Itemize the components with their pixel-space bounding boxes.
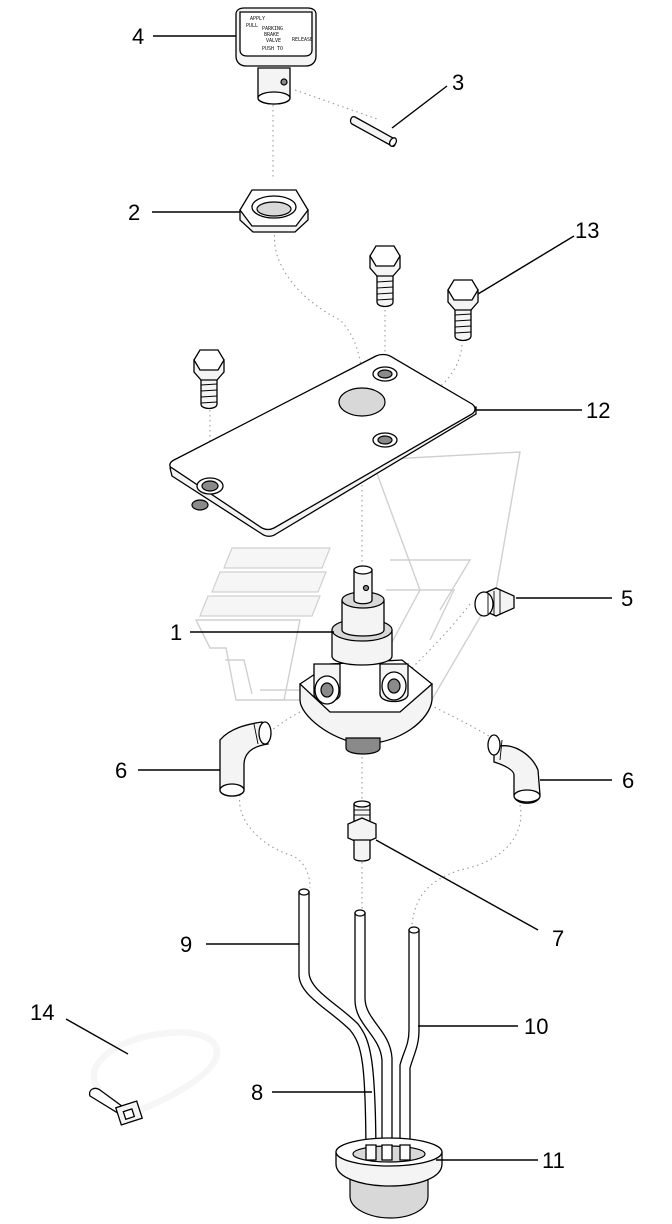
callout-3: 3 — [452, 70, 464, 95]
parking-brake-valve — [298, 565, 434, 755]
knob-text-push-to: PUSH TO — [262, 46, 283, 52]
knob-text-parking: PARKING — [262, 26, 283, 32]
elbow-fitting-right — [487, 734, 541, 804]
grommet — [335, 1137, 443, 1219]
callout-5: 5 — [621, 586, 633, 611]
parking-brake-knob: APPLY PULL PARKING BRAKE VALVE PUSH TO R… — [235, 7, 317, 105]
straight-connector — [347, 800, 377, 862]
mounting-bolt-top — [369, 245, 401, 308]
callout-12: 12 — [586, 398, 610, 423]
fitting-plug — [474, 587, 515, 617]
callout-2: 2 — [128, 200, 140, 225]
callout-14: 14 — [30, 1000, 54, 1025]
callout-8: 8 — [251, 1080, 263, 1105]
knob-text-brake: BRAKE — [264, 32, 279, 38]
callout-numbers: 4 3 2 13 12 5 1 6 6 7 9 14 10 8 11 — [30, 24, 634, 1173]
knob-text-apply: APPLY — [250, 16, 265, 22]
callout-7: 7 — [552, 926, 564, 951]
knob-text-valve: VALVE — [266, 38, 281, 44]
mounting-bolt-left — [193, 349, 225, 410]
callout-6-right: 6 — [622, 768, 634, 793]
mounting-plate — [169, 353, 477, 537]
callout-4: 4 — [132, 24, 144, 49]
roll-pin — [349, 116, 398, 147]
knob-text-release: RELEASE — [292, 37, 313, 43]
callout-10: 10 — [524, 1014, 548, 1039]
callout-13: 13 — [575, 218, 599, 243]
callout-6-left: 6 — [115, 758, 127, 783]
callout-1: 1 — [170, 620, 182, 645]
elbow-fitting-left — [219, 721, 272, 797]
air-tube-bundle — [298, 888, 420, 1166]
callout-9: 9 — [180, 932, 192, 957]
hex-nut — [239, 189, 309, 233]
mounting-bolt-right — [447, 279, 479, 342]
callout-11: 11 — [542, 1148, 565, 1173]
knob-text-pull: PULL — [246, 23, 258, 29]
cable-tie — [88, 1029, 221, 1126]
leader-lines — [65, 35, 612, 1161]
